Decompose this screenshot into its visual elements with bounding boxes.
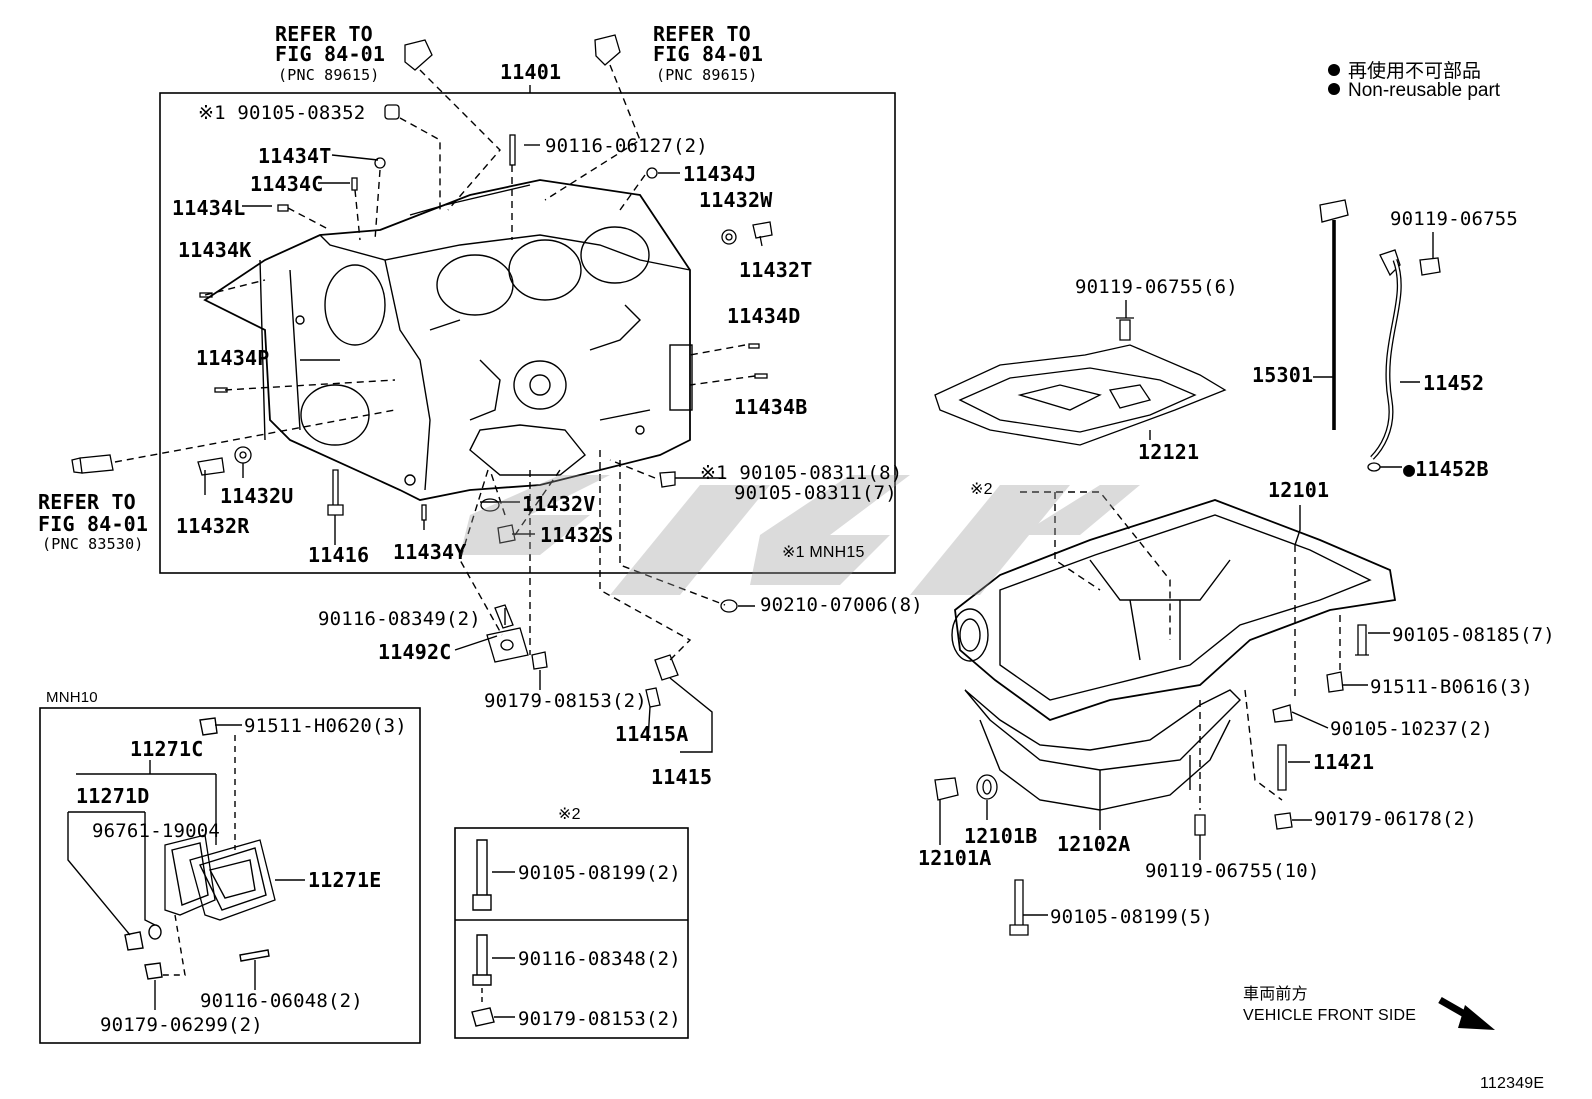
- part-label[interactable]: 11452: [1423, 371, 1485, 395]
- part-label[interactable]: 11434D: [727, 304, 801, 328]
- part-label[interactable]: 90116-06127(2): [545, 135, 708, 157]
- part-label[interactable]: 90210-07006(8): [760, 594, 923, 616]
- front-side-en: VEHICLE FRONT SIDE: [1243, 1007, 1417, 1024]
- ref2-line2: FIG 84-01: [653, 42, 764, 66]
- part-label[interactable]: 90116-06048(2): [200, 990, 363, 1012]
- part-label[interactable]: 12121: [1138, 440, 1200, 464]
- pan-small-parts: [934, 199, 1441, 936]
- diagram-id: 112349E: [1480, 1075, 1545, 1092]
- part-label[interactable]: 90116-08348(2): [518, 948, 681, 970]
- part-label[interactable]: ※1 90105-08352: [198, 102, 366, 124]
- part-label[interactable]: 90119-06755(6): [1075, 276, 1238, 298]
- ref2-line1: REFER TO: [653, 22, 751, 46]
- part-label[interactable]: 11432R: [176, 514, 250, 538]
- legend-jp: 再使用不可部品: [1328, 56, 1481, 83]
- part-label[interactable]: 96761-19004: [92, 820, 221, 842]
- frame-title-mnh10: MNH10: [46, 689, 98, 706]
- bullet-icon: [1328, 83, 1340, 95]
- mnh10-dashed-leaders: [162, 735, 236, 976]
- part-label[interactable]: 11434P: [196, 346, 270, 370]
- ref3-line1: REFER TO: [38, 490, 136, 514]
- legend-en-text: Non-reusable part: [1348, 80, 1501, 101]
- part-label[interactable]: 11432V: [522, 492, 596, 516]
- part-label[interactable]: 11434L: [172, 196, 246, 220]
- engine-block-illustration: [203, 179, 693, 501]
- pan-leaders: [939, 232, 1434, 916]
- part-label[interactable]: 11492C: [378, 640, 452, 664]
- note-mnh15: ※1 MNH15: [782, 544, 865, 561]
- part-label[interactable]: ※1 90105-08311(8): [700, 462, 903, 484]
- part-label[interactable]: 12101B: [964, 824, 1038, 848]
- ref2-line3: (PNC 89615): [656, 66, 758, 84]
- part-label[interactable]: 90105-10237(2): [1330, 718, 1493, 740]
- part-label[interactable]: 90105-08199(2): [518, 862, 681, 884]
- frame-title-star2: ※2: [558, 806, 581, 823]
- part-label[interactable]: 91511-H0620(3): [244, 715, 407, 737]
- part-label[interactable]: 12102A: [1057, 832, 1131, 856]
- part-label[interactable]: 11271D: [76, 784, 150, 808]
- part-label[interactable]: 11271C: [130, 737, 204, 761]
- part-label[interactable]: 11416: [308, 543, 370, 567]
- part-label[interactable]: 11434T: [258, 144, 332, 168]
- watermark-logo: [460, 475, 1140, 595]
- part-label[interactable]: 11432W: [699, 188, 773, 212]
- front-side-jp: 車両前方: [1243, 986, 1308, 1003]
- ref1-line2: FIG 84-01: [275, 42, 386, 66]
- baffle-plate-illustration: [934, 317, 1227, 446]
- part-label[interactable]: 11401: [500, 60, 562, 84]
- part-label[interactable]: 90179-08153(2): [518, 1008, 681, 1030]
- block-frame: [159, 92, 896, 574]
- part-label[interactable]: 11434Y: [393, 540, 467, 564]
- ref3-line2: FIG 84-01: [38, 512, 149, 536]
- part-label[interactable]: 11434C: [250, 172, 324, 196]
- mnh10-parts-illustration: [124, 717, 276, 980]
- pan-dashed-leaders: [1020, 491, 1341, 810]
- part-label[interactable]: ●11452B: [1403, 457, 1489, 481]
- part-label[interactable]: 11434J: [683, 162, 757, 186]
- part-label[interactable]: 91511-B0616(3): [1370, 676, 1533, 698]
- part-label[interactable]: 90105-08311(7): [734, 482, 897, 504]
- part-label[interactable]: 90105-08199(5): [1050, 906, 1213, 928]
- part-label[interactable]: 11432T: [739, 258, 813, 282]
- legend-jp-text: 再使用不可部品: [1348, 61, 1482, 82]
- part-label[interactable]: 12101A: [918, 846, 992, 870]
- ref1-line3: (PNC 89615): [278, 66, 380, 84]
- part-label[interactable]: 15301: [1252, 363, 1314, 387]
- part-label[interactable]: 11415: [651, 765, 713, 789]
- part-label[interactable]: 90179-06299(2): [100, 1014, 263, 1036]
- block-small-parts: [71, 34, 773, 708]
- part-label[interactable]: 11434B: [734, 395, 808, 419]
- oil-pan-illustration: [951, 499, 1397, 811]
- part-label[interactable]: 11434K: [178, 238, 252, 262]
- mnh10-leaders: [67, 724, 305, 1010]
- ref1-line1: REFER TO: [275, 22, 373, 46]
- bullet-icon: [1328, 64, 1340, 76]
- mnh10-frame: [39, 707, 421, 1044]
- ref3-line3: (PNC 83530): [42, 535, 144, 553]
- part-label[interactable]: 11432S: [540, 523, 614, 547]
- part-label[interactable]: 11271E: [308, 868, 382, 892]
- part-label[interactable]: 90179-06178(2): [1314, 808, 1477, 830]
- part-label[interactable]: 11432U: [220, 484, 294, 508]
- front-arrow-icon: [1458, 1005, 1495, 1030]
- part-label[interactable]: 90116-08349(2): [318, 608, 481, 630]
- part-label[interactable]: 90119-06755: [1390, 208, 1519, 230]
- note-star2: ※2: [970, 481, 993, 498]
- block-dashed-leaders: [114, 64, 756, 661]
- legend-en: Non-reusable part: [1328, 80, 1500, 102]
- part-label[interactable]: 12101: [1268, 478, 1330, 502]
- star2-frame: [454, 827, 689, 1039]
- star2-fasteners: [471, 839, 515, 1027]
- part-label[interactable]: 11421: [1313, 750, 1375, 774]
- block-solid-leaders: [204, 85, 755, 753]
- part-label[interactable]: 90119-06755(10): [1145, 860, 1320, 882]
- part-label[interactable]: 11415A: [615, 722, 689, 746]
- part-label[interactable]: 90179-08153(2): [484, 690, 647, 712]
- part-label[interactable]: 90105-08185(7): [1392, 624, 1555, 646]
